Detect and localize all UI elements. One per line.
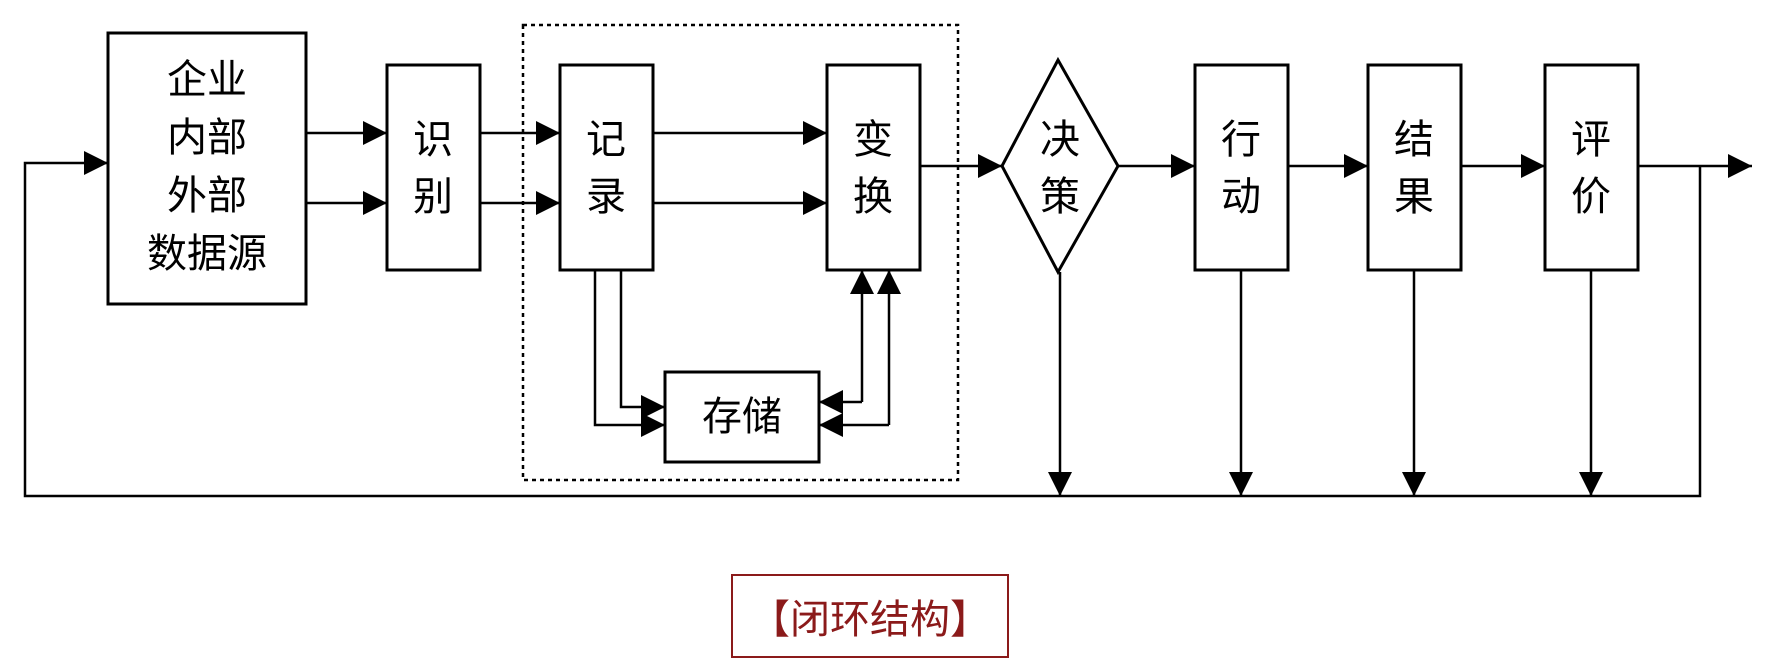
identify-char-2: 别 bbox=[413, 174, 453, 220]
source-line-4: 数据源 bbox=[147, 231, 267, 277]
action-char-2: 动 bbox=[1221, 174, 1261, 220]
transform-box bbox=[825, 63, 922, 272]
source-line-3: 外部 bbox=[167, 173, 247, 219]
source-line-2: 内部 bbox=[167, 115, 247, 161]
evaluate-char-2: 价 bbox=[1571, 174, 1611, 220]
storage-box bbox=[663, 370, 821, 464]
action-box bbox=[1193, 63, 1290, 272]
data-source-box bbox=[106, 31, 308, 306]
arrow-record-to-storage-1 bbox=[593, 270, 665, 437]
transform-char-1: 变 bbox=[853, 117, 893, 163]
action-char-1: 行 bbox=[1221, 117, 1261, 163]
result-box bbox=[1366, 63, 1463, 272]
result-char-1: 结 bbox=[1394, 117, 1434, 163]
transform-char-2: 换 bbox=[853, 174, 893, 220]
decision-char-1: 决 bbox=[1040, 117, 1080, 163]
decision-char-2: 策 bbox=[1040, 174, 1080, 220]
processing-group-border bbox=[521, 23, 960, 482]
storage-label: 存储 bbox=[702, 394, 782, 440]
feedback-loop-arrow bbox=[23, 151, 1702, 498]
diagram-caption: 【闭环结构】 bbox=[731, 574, 1009, 658]
evaluate-box bbox=[1543, 63, 1640, 272]
identify-box bbox=[385, 63, 482, 272]
evaluate-char-1: 评 bbox=[1571, 117, 1611, 163]
result-char-2: 果 bbox=[1394, 174, 1434, 220]
record-char-1: 记 bbox=[586, 117, 626, 163]
record-char-2: 录 bbox=[586, 174, 626, 220]
arrow-record-to-storage-2 bbox=[619, 270, 665, 419]
record-box bbox=[558, 63, 655, 272]
source-line-1: 企业 bbox=[167, 57, 247, 103]
decision-diamond bbox=[1000, 56, 1120, 276]
identify-char-1: 识 bbox=[413, 117, 453, 163]
